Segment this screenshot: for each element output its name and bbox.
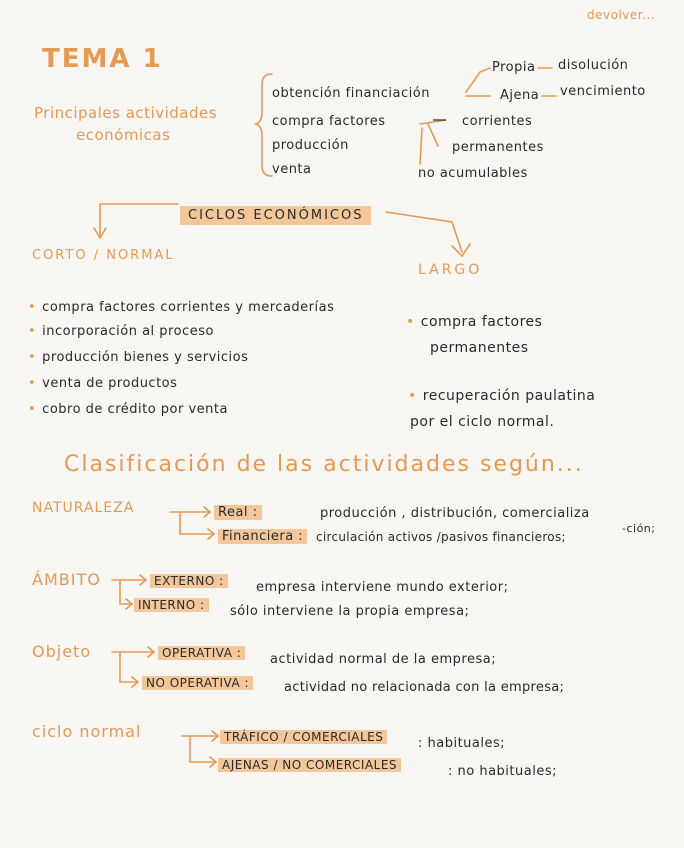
externo-text: empresa interviene mundo exterior; <box>256 580 509 595</box>
disolucion-label: disolución <box>558 58 629 73</box>
corto-label: CORTO / NORMAL <box>32 248 175 263</box>
real-label: Real : <box>214 505 262 520</box>
real-text: producción , distribución, comercializa <box>320 506 590 521</box>
corto-item: producción bienes y servicios <box>28 350 248 365</box>
brace-item: venta <box>272 162 312 177</box>
clasificacion-title: Clasificación de las actividades según..… <box>64 452 584 477</box>
real-text-cont: -ción; <box>622 522 656 535</box>
page-title: TEMA 1 <box>42 44 163 74</box>
largo-item1-line1: compra factores <box>406 314 542 330</box>
subtitle-line2: económicas <box>76 126 171 144</box>
vencimiento-label: vencimiento <box>560 84 646 99</box>
corner-note: devolver... <box>587 8 656 22</box>
ajena-label: Ajena <box>500 88 540 103</box>
no-operativa-label: NO OPERATIVA : <box>142 676 254 690</box>
largo-item2-line1: recuperación paulatina <box>408 388 595 404</box>
no-acumulables-label: no acumulables <box>418 166 528 181</box>
largo-item1-line2: permanentes <box>430 340 529 356</box>
corto-item: venta de productos <box>28 376 177 391</box>
operativa-text: actividad normal de la empresa; <box>270 652 497 667</box>
ajenas-label: AJENAS / NO COMERCIALES <box>218 758 402 772</box>
brace-item: producción <box>272 138 349 153</box>
objeto-label: Objeto <box>32 642 92 661</box>
propia-label: Propia <box>492 60 536 75</box>
largo-label: LARGO <box>418 262 483 278</box>
subtitle-line1: Principales actividades <box>34 104 218 122</box>
brace-item: compra factores <box>272 114 386 129</box>
no-operativa-text: actividad no relacionada con la empresa; <box>284 680 565 695</box>
largo-item2-line2: por el ciclo normal. <box>410 414 555 430</box>
interno-text: sólo interviene la propia empresa; <box>230 604 470 619</box>
financiera-label: Financiera : <box>218 529 308 544</box>
brace-item: obtención financiación <box>272 86 430 101</box>
interno-label: INTERNO : <box>134 598 209 612</box>
permanentes-label: permanentes <box>452 140 544 155</box>
ciclos-title: CICLOS ECONÓMICOS <box>180 206 372 225</box>
corrientes-label: corrientes <box>462 114 533 129</box>
operativa-label: OPERATIVA : <box>158 646 246 660</box>
ajenas-text: : no habituales; <box>448 764 557 779</box>
financiera-text: circulación activos /pasivos financieros… <box>316 530 566 544</box>
ciclo-normal-label: ciclo normal <box>32 722 142 741</box>
externo-label: EXTERNO : <box>150 574 228 588</box>
corto-item: incorporación al proceso <box>28 324 214 339</box>
trafico-text: : habituales; <box>418 736 506 751</box>
corto-item: compra factores corrientes y mercaderías <box>28 300 334 315</box>
ambito-label: ÁMBITO <box>32 570 101 589</box>
trafico-label: TRÁFICO / COMERCIALES <box>220 730 388 744</box>
corto-item: cobro de crédito por venta <box>28 402 228 417</box>
naturaleza-label: NATURALEZA <box>32 500 135 516</box>
